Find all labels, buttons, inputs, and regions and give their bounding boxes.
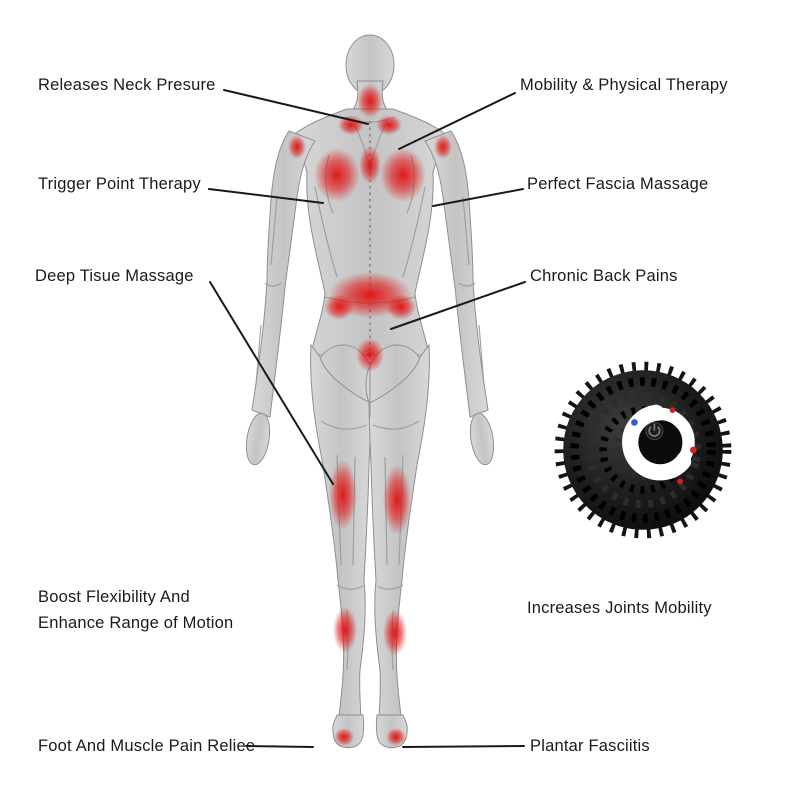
label-foot-muscle-pain-relief: Foot And Muscle Pain Reliee xyxy=(38,737,256,755)
right-arm xyxy=(424,130,489,418)
label-trigger-point-therapy: Trigger Point Therapy xyxy=(38,175,201,193)
label-boost-flexibility-line1: Boost Flexibility And xyxy=(38,588,190,606)
massage-ball-illustration xyxy=(554,361,732,539)
ball-indicator-dots xyxy=(631,407,697,485)
left-hand xyxy=(245,412,271,466)
left-leg xyxy=(310,343,372,718)
label-chronic-back-pains: Chronic Back Pains xyxy=(530,267,678,285)
body-figure-illustration xyxy=(245,34,495,749)
right-hand xyxy=(469,412,495,466)
label-plantar-fasciitis: Plantar Fasciitis xyxy=(530,737,650,755)
ball-spikes xyxy=(554,361,732,539)
power-button-icon xyxy=(645,421,664,441)
label-deep-tissue-massage: Deep Tisue Massage xyxy=(35,267,194,285)
left-arm xyxy=(251,130,316,418)
label-increases-joints-mobility: Increases Joints Mobility xyxy=(527,599,712,617)
label-perfect-fascia-massage: Perfect Fascia Massage xyxy=(527,175,709,193)
label-boost-flexibility-line2: Enhance Range of Motion xyxy=(38,614,234,632)
label-mobility-physical-therapy: Mobility & Physical Therapy xyxy=(520,76,728,94)
label-releases-neck-pressure: Releases Neck Presure xyxy=(38,76,216,94)
